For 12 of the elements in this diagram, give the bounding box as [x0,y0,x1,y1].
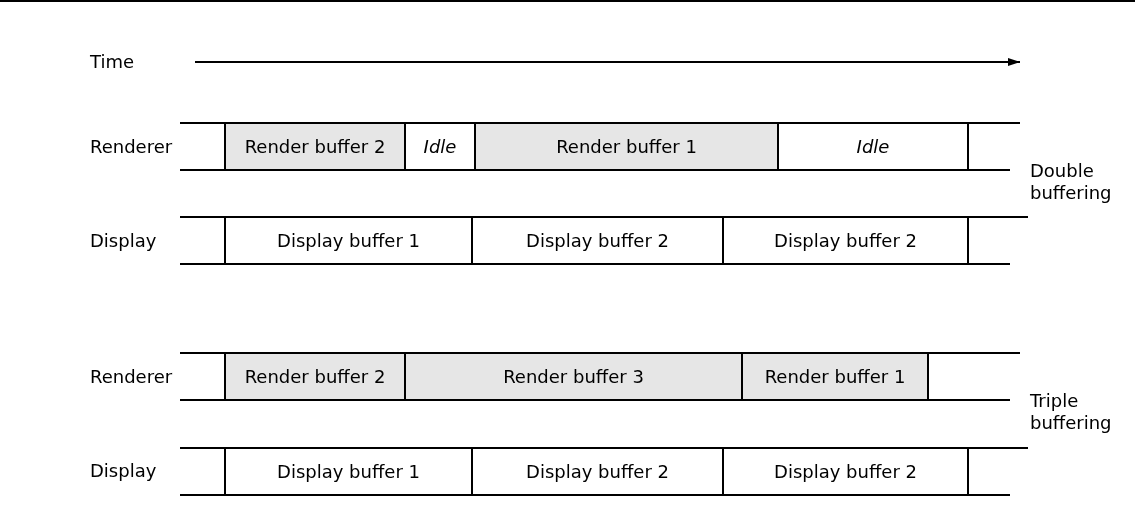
row-label: Display [90,460,157,482]
axis-label: Time [90,51,135,73]
render-segment: Render buffer 3 [404,354,743,399]
row-label: Renderer [90,366,173,388]
render-segment: Render buffer 2 [224,124,406,169]
row-label: Renderer [90,136,173,158]
render-segment: Render buffer 2 [224,354,406,399]
render-segment: Render buffer 1 [741,354,929,399]
group-label: Triple buffering [1030,390,1113,434]
group-label: Double buffering [1030,160,1113,204]
render-segment: Render buffer 1 [474,124,779,169]
row-label: Display [90,230,157,252]
